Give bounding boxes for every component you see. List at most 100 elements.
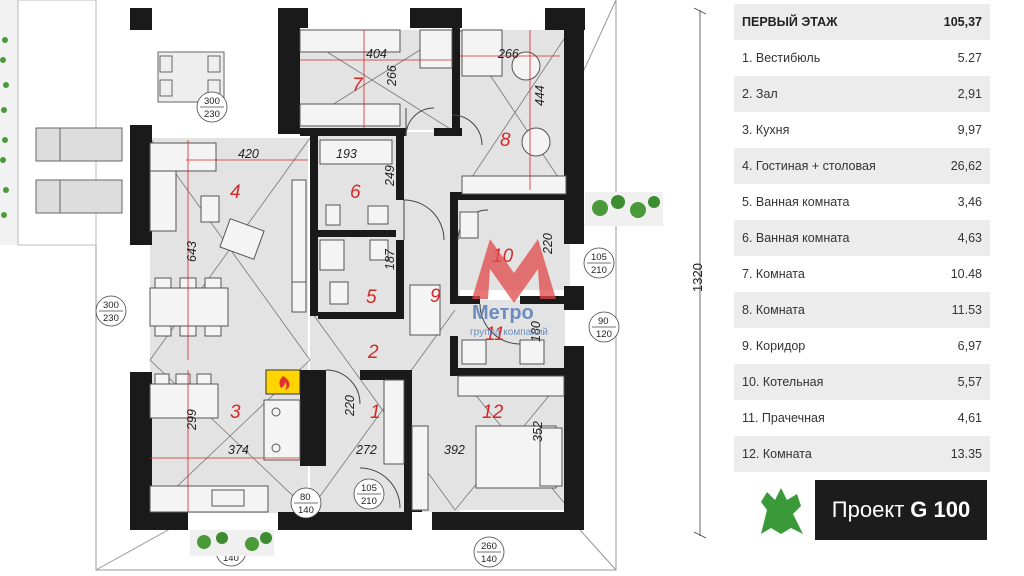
sofa: [149, 142, 217, 172]
table-header-area: 105,37: [943, 15, 982, 29]
stove: [263, 399, 301, 461]
room-number-5: 5: [366, 287, 377, 308]
room-area: 4,63: [957, 231, 982, 245]
room-name: 6. Ванная комната: [742, 231, 850, 245]
room-number-1: 1: [370, 402, 381, 423]
room-area: 5,57: [957, 375, 982, 389]
bed-8: [461, 29, 503, 77]
wardrobe: [291, 281, 307, 313]
room-name: 1. Вестибюль: [742, 51, 821, 65]
sun-lounger: [35, 127, 123, 214]
dim-420: 420: [238, 147, 259, 161]
floor-plan: 1 2 3 4 5 6 7 8 9 10 11 12 420 643 299 3…: [0, 0, 707, 571]
wc: [325, 204, 341, 226]
dim-299: 299: [185, 409, 199, 431]
overall-dimension: [693, 7, 707, 539]
room-number-8: 8: [500, 130, 511, 151]
table-header-title: ПЕРВЫЙ ЭТАЖ: [742, 15, 838, 29]
dim-643: 643: [185, 241, 199, 262]
wardrobe-8: [461, 175, 567, 195]
window-1-height: 230: [204, 109, 220, 120]
coffee-table: [200, 195, 220, 223]
window-6-width: 105: [361, 483, 377, 494]
table-row: 7. Комната 10.48: [734, 256, 990, 292]
project-name-box: Проект G 100: [815, 480, 987, 540]
room-area: 9,97: [957, 123, 982, 137]
doors: [325, 107, 521, 509]
window-4-width: 90: [598, 316, 609, 327]
dimension-lines: [150, 30, 560, 512]
table-row: 1. Вестибюль 5.27: [734, 40, 990, 76]
project-model: G 100: [910, 497, 971, 522]
dim-444: 444: [533, 85, 547, 106]
room-number-7: 7: [352, 75, 364, 96]
table-row: 3. Кухня 9,97: [734, 112, 990, 148]
overall-length-label: 1320: [689, 263, 705, 292]
room-area: 2,91: [957, 87, 982, 101]
dim-272: 272: [355, 443, 377, 457]
sink: [367, 205, 389, 225]
kitchen-island: [149, 383, 219, 419]
furniture: [149, 29, 567, 513]
window-2-width: 300: [103, 300, 119, 311]
plant-strip: [0, 37, 9, 218]
wardrobe-12: [457, 375, 565, 397]
table-row: 6. Ванная комната 4,63: [734, 220, 990, 256]
window-7-height: 140: [223, 553, 239, 564]
room-number-3: 3: [230, 402, 241, 423]
room-area: 4,61: [957, 411, 982, 425]
room-area: 3,46: [957, 195, 982, 209]
walls: [130, 8, 585, 530]
window-6-height: 210: [361, 496, 377, 507]
plant-pot: [190, 192, 663, 556]
dim-352: 352: [531, 421, 545, 442]
room-name: 5. Ванная комната: [742, 195, 850, 209]
room-name: 12. Комната: [742, 447, 812, 461]
dim-374: 374: [228, 443, 249, 457]
armchair: [219, 218, 265, 260]
room-area: 26,62: [950, 159, 982, 173]
fireplace-icon: [265, 369, 301, 395]
table-row: 10. Котельная 5,57: [734, 364, 990, 400]
room-number-11: 11: [485, 324, 505, 345]
room-number-12: 12: [482, 402, 504, 423]
room-name: 3. Кухня: [742, 123, 790, 137]
washer: [461, 339, 487, 365]
dim-404: 404: [366, 47, 387, 61]
room-area: 10.48: [950, 267, 982, 281]
room-name: 11. Прачечная: [742, 411, 825, 425]
bear-logo-icon: [761, 488, 803, 534]
room-area: 11.53: [951, 303, 982, 317]
dim-180: 180: [529, 321, 543, 342]
room-number-10: 10: [492, 246, 514, 267]
room-name: 8. Комната: [742, 303, 805, 317]
room-area: 13.35: [950, 447, 982, 461]
hall-wardrobe: [383, 379, 405, 465]
dim-220-a: 220: [541, 233, 555, 255]
window-5-height: 140: [298, 505, 314, 516]
window-8-height: 140: [481, 554, 497, 565]
window-markers: [95, 91, 620, 568]
dim-187: 187: [383, 248, 397, 270]
boiler: [459, 211, 479, 239]
window-1-width: 300: [204, 96, 220, 107]
window-3-width: 105: [591, 252, 607, 263]
dim-266-b: 266: [497, 47, 519, 61]
room-name: 7. Комната: [742, 267, 805, 281]
room-name: 10. Котельная: [742, 375, 824, 389]
dim-220-b: 220: [343, 395, 357, 417]
room-name: 9. Коридор: [742, 339, 806, 353]
room-area: 5.27: [957, 51, 982, 65]
room-number-6: 6: [350, 182, 361, 203]
dim-392: 392: [444, 443, 465, 457]
room-area: 6,97: [957, 339, 982, 353]
table-header: ПЕРВЫЙ ЭТАЖ 105,37: [734, 4, 990, 40]
shower: [319, 239, 345, 271]
bath: [319, 139, 393, 165]
dining-table: [149, 287, 229, 327]
dim-266-a: 266: [385, 65, 399, 87]
project-prefix: Проект: [831, 497, 905, 522]
window-8-width: 260: [481, 541, 497, 552]
